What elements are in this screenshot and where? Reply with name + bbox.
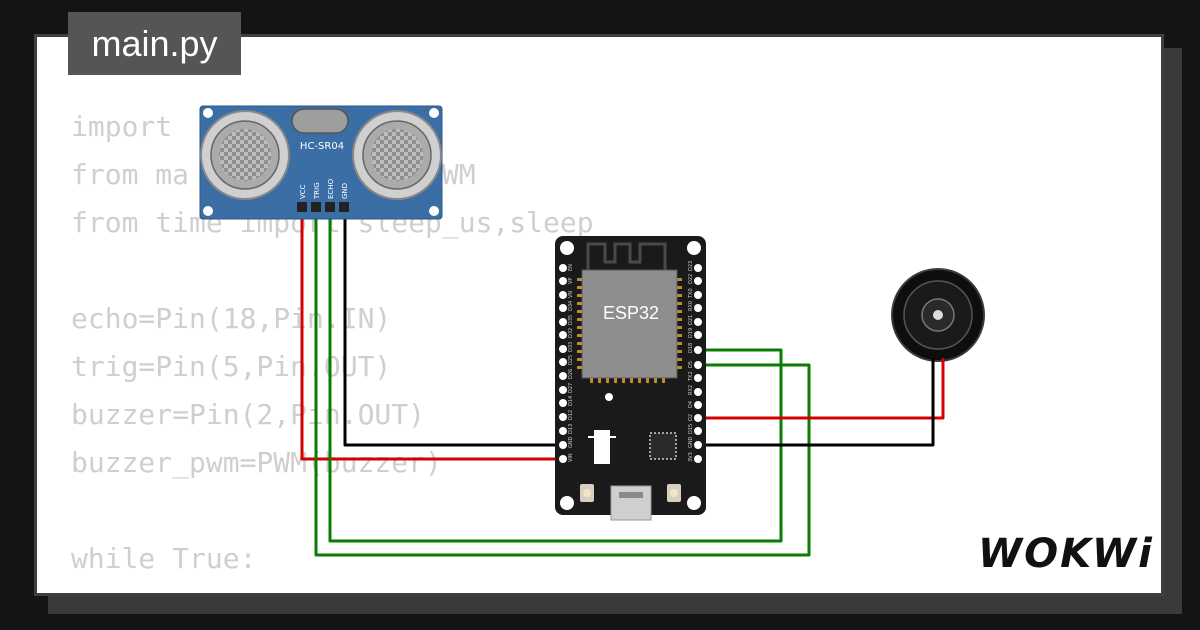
code-line: while True: — [71, 542, 257, 575]
board-pin-label: D25 — [568, 355, 574, 365]
left-header — [559, 264, 567, 463]
voltage-regulator — [594, 430, 610, 464]
sensor-pin[interactable] — [297, 202, 307, 212]
transducer-left-icon — [200, 110, 290, 200]
wires — [300, 210, 945, 557]
board-pin-label: D12 — [568, 410, 574, 420]
sensor-pin-label: VCC — [299, 184, 307, 199]
ultrasonic-sensor[interactable]: HC-SR04 VCC TRIG ECHO GND — [199, 105, 443, 220]
usb-uart-chip — [649, 432, 677, 460]
board-pin-label: VN — [568, 291, 574, 298]
sensor-label: HC-SR04 — [300, 141, 344, 152]
board-pin-label: RX2 — [688, 385, 694, 395]
wokwi-logo: WOKWi — [978, 531, 1154, 577]
board-pin-label: D21 — [688, 315, 694, 325]
wire-trig[interactable] — [314, 210, 811, 557]
board-pin-label: TX0 — [688, 288, 694, 299]
board-pin-label: D18 — [688, 343, 694, 353]
board-pin-label: TX2 — [688, 371, 694, 382]
board-pin-label: D2 — [688, 414, 694, 421]
code-line: import — [71, 110, 173, 143]
sensor-pin-label: ECHO — [327, 178, 335, 199]
board-pin-label: D19 — [688, 328, 694, 338]
board-pin-label: GND — [688, 436, 694, 448]
board-pin-label: D27 — [568, 383, 574, 393]
board-pin-label: D14 — [568, 396, 574, 406]
code-line: trig=Pin(5,Pin.OUT) — [71, 350, 392, 383]
board-pin-label: D15 — [688, 424, 694, 434]
esp32-board[interactable]: ESP32 EN VP VN D34 D35 D32 D33 D25 D26 — [555, 236, 706, 521]
board-pin-label: D4 — [688, 401, 694, 408]
file-tab[interactable]: main.py — [68, 12, 241, 75]
transducer-right-icon — [352, 110, 442, 200]
wifi-module — [581, 269, 678, 379]
wire-echo[interactable] — [328, 210, 783, 543]
code-line: buzzer_pwm=PWM(buzzer) — [71, 446, 442, 479]
board-pin-label: D34 — [568, 301, 574, 311]
board-pin-label: D5 — [688, 361, 694, 368]
wire-buzzer-gnd[interactable] — [700, 362, 935, 447]
board-pin-label: EN — [568, 264, 574, 271]
wire-vcc[interactable] — [300, 210, 558, 461]
wire-buzzer-signal[interactable] — [700, 362, 945, 420]
sensor-pin[interactable] — [325, 202, 335, 212]
sensor-pin-label: GND — [341, 183, 349, 199]
usb-port — [610, 485, 652, 521]
right-header — [694, 264, 702, 463]
board-pin-label: VIN — [568, 453, 574, 462]
speaker-icon — [933, 310, 943, 320]
wire-gnd[interactable] — [343, 210, 558, 447]
sensor-pin[interactable] — [339, 202, 349, 212]
buzzer[interactable] — [891, 268, 985, 372]
led-indicator — [605, 393, 613, 401]
code-line: echo=Pin(18,Pin.IN) — [71, 302, 392, 335]
board-pin-label: 3V3 — [688, 452, 694, 462]
board-label: ESP32 — [603, 303, 659, 323]
board-pin-label: D35 — [568, 315, 574, 325]
board-pin-label: RX0 — [688, 301, 694, 311]
board-pin-label: GND — [568, 436, 574, 448]
code-line: buzzer=Pin(2,Pin.OUT) — [71, 398, 426, 431]
board-pin-label: D26 — [568, 369, 574, 379]
board-pin-label: D22 — [688, 274, 694, 284]
board-pin-label: D33 — [568, 342, 574, 352]
sensor-pin[interactable] — [311, 202, 321, 212]
board-pin-label: D13 — [568, 424, 574, 434]
antenna-icon — [586, 242, 667, 272]
board-pin-label: VP — [568, 278, 574, 284]
board-pin-label: D32 — [568, 328, 574, 338]
sensor-pin-label: TRIG — [313, 182, 321, 200]
board-pin-label: D23 — [688, 261, 694, 271]
